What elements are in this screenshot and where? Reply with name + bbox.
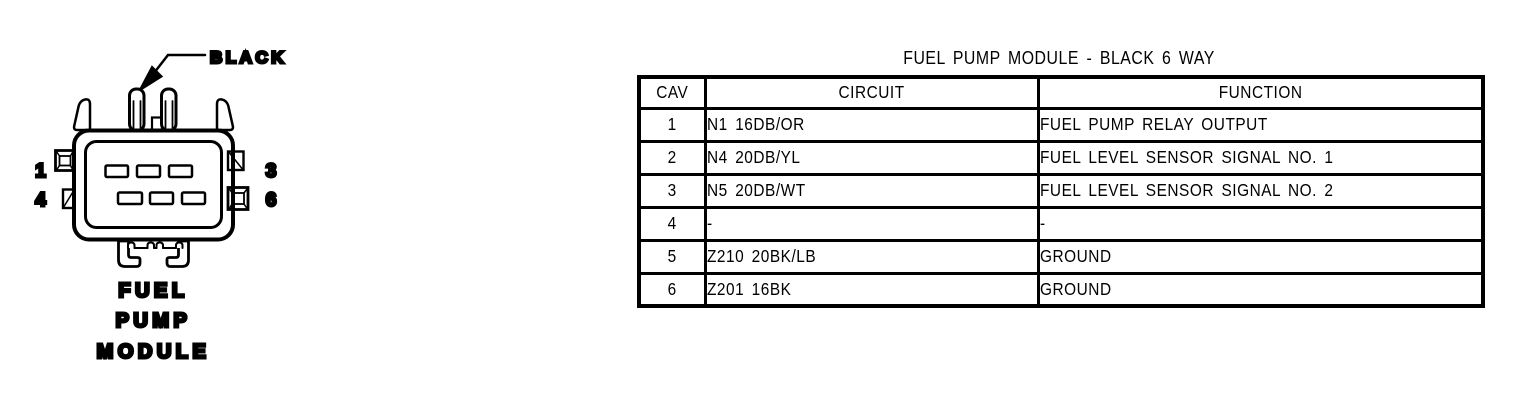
black-callout-arrow-icon	[137, 53, 207, 94]
connector-top-wings	[72, 98, 235, 132]
connector-caption-line-3: MODULE	[97, 341, 211, 363]
circuit-cell: -	[703, 205, 1040, 242]
connector-top-prongs	[128, 87, 178, 132]
table-row: 3 N5 20DB/WT FUEL LEVEL SENSOR SIGNAL NO…	[637, 172, 1485, 209]
pin-label-4: 4	[35, 190, 46, 211]
cav-cell: 1	[637, 106, 707, 143]
connector-caption-line-1: FUEL	[118, 280, 188, 302]
bottom-mounting-bracket	[117, 239, 190, 268]
column-header-function: FUNCTION	[1036, 75, 1485, 110]
connector-body	[72, 128, 235, 242]
column-header-cav: CAV	[637, 75, 707, 110]
pin-label-3: 3	[266, 161, 277, 182]
circuit-cell: N5 20DB/WT	[703, 172, 1040, 209]
cav-cell: 6	[637, 271, 707, 308]
table-row: 1 N1 16DB/OR FUEL PUMP RELAY OUTPUT	[637, 106, 1485, 143]
circuit-cell: N4 20DB/YL	[703, 139, 1040, 176]
cav-cell: 2	[637, 139, 707, 176]
cav-cell: 3	[637, 172, 707, 209]
connector-diagram: BLACK	[34, 47, 287, 365]
table-row: 4 - -	[637, 205, 1485, 242]
pin-label-1: 1	[35, 161, 46, 182]
table-row: 6 Z201 16BK GROUND	[637, 271, 1485, 308]
circuit-cell: N1 16DB/OR	[703, 106, 1040, 143]
function-cell: GROUND	[1036, 271, 1485, 308]
table-row: 2 N4 20DB/YL FUEL LEVEL SENSOR SIGNAL NO…	[637, 139, 1485, 176]
table-row: 5 Z210 20BK/LB GROUND	[637, 238, 1485, 275]
table-title-text: FUEL PUMP MODULE - BLACK 6 WAY	[903, 48, 1215, 68]
column-header-circuit: CIRCUIT	[703, 75, 1040, 110]
cav-cell: 5	[637, 238, 707, 275]
circuit-cell: Z210 20BK/LB	[703, 238, 1040, 275]
table-title: FUEL PUMP MODULE - BLACK 6 WAY	[637, 48, 1481, 69]
function-cell: FUEL PUMP RELAY OUTPUT	[1036, 106, 1485, 143]
function-cell: GROUND	[1036, 238, 1485, 275]
pinout-table: CAV CIRCUIT FUNCTION 1 N1 16DB/OR FUEL P…	[637, 75, 1485, 308]
header-row: CAV CIRCUIT FUNCTION	[637, 75, 1485, 110]
pin-slots	[104, 164, 207, 206]
cav-cell: 4	[637, 205, 707, 242]
function-cell: FUEL LEVEL SENSOR SIGNAL NO. 1	[1036, 139, 1485, 176]
connector-inner-face	[84, 140, 223, 229]
function-cell: -	[1036, 205, 1485, 242]
function-cell: FUEL LEVEL SENSOR SIGNAL NO. 2	[1036, 172, 1485, 209]
pin-label-6: 6	[266, 190, 277, 211]
connector-color-label: BLACK	[210, 48, 287, 67]
connector-caption-line-2: PUMP	[116, 310, 192, 332]
side-latch-tabs	[54, 149, 250, 211]
connector-caption: FUEL PUMP MODULE	[95, 279, 211, 365]
circuit-cell: Z201 16BK	[703, 271, 1040, 308]
